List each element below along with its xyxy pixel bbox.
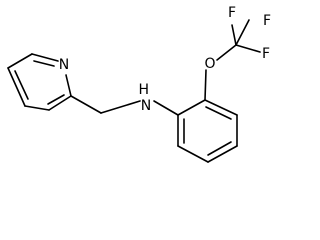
trifluoromethyl-group: [231, 19, 261, 53]
double-bond-inner: [33, 60, 55, 67]
atom-label-fluorine-bottom: F: [263, 13, 271, 29]
bond: [235, 44, 261, 53]
atom-label-fluorine-top: F: [228, 5, 236, 21]
bond: [70, 95, 102, 114]
double-bond-inner: [47, 94, 65, 105]
double-bond-inner: [207, 141, 232, 156]
bond: [177, 99, 206, 116]
atom-label-amine-h: H: [139, 82, 150, 98]
molecule-diagram: N H N O F F F: [7, 5, 271, 163]
atom-label-ether-o: O: [204, 56, 215, 72]
atom-label-amine-n: N: [141, 98, 151, 114]
bond: [65, 74, 72, 97]
bond: [48, 95, 72, 111]
atom-label-fluorine-right: F: [262, 46, 270, 62]
double-bond-inner: [205, 106, 232, 120]
bond: [7, 53, 33, 69]
bond: [7, 67, 26, 107]
bond: [31, 53, 59, 62]
bond: [231, 24, 237, 46]
atom-label-amine-nh: H N: [139, 82, 154, 114]
bond: [207, 145, 238, 163]
bond: [235, 19, 250, 46]
pyridine-ring: [7, 53, 72, 111]
bond: [216, 44, 237, 61]
bond: [204, 69, 207, 101]
bond: [100, 100, 141, 114]
benzene-ring: [177, 99, 238, 163]
bond: [177, 145, 209, 163]
bond: [153, 100, 179, 116]
methylene-linker: [70, 95, 141, 114]
bond: [204, 99, 238, 116]
double-bond-inner: [14, 70, 29, 100]
atom-label-pyridine-n: N: [59, 57, 69, 73]
bond: [24, 105, 50, 111]
